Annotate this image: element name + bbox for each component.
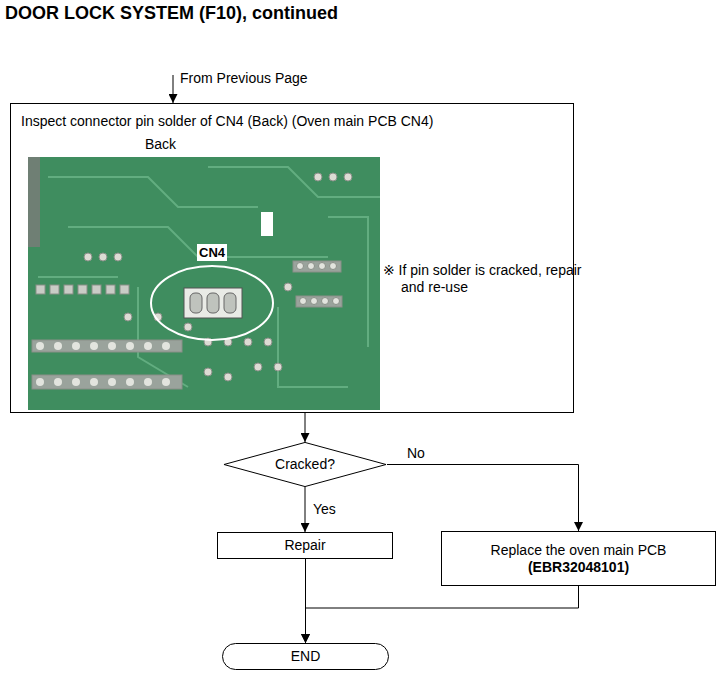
node-text: END (291, 648, 321, 665)
diagram-title: DOOR LOCK SYSTEM (F10), continued (5, 3, 338, 24)
component-label: CN4 (197, 244, 227, 261)
node-text: Cracked? (275, 456, 335, 473)
terminal-box: END (222, 643, 389, 670)
flow-connector (306, 586, 579, 643)
decision-diamond: Cracked? (223, 442, 387, 487)
edge-label: Yes (313, 501, 336, 518)
node-text: (EBR32048101) (528, 559, 629, 576)
edge-label: No (407, 445, 425, 462)
node-text: Inspect connector pin solder of CN4 (Bac… (21, 113, 433, 130)
process-box: Repair (217, 532, 393, 559)
node-text: Repair (284, 537, 325, 554)
process-box: Replace the oven main PCB(EBR32048101) (441, 531, 716, 586)
node-text: Replace the oven main PCB (491, 542, 667, 559)
node-text-group: Cracked? (223, 442, 387, 487)
flow-note: From Previous Page (180, 70, 308, 87)
pcb-photo (28, 157, 380, 410)
flow-connector (305, 487, 306, 532)
photo-label: Back (145, 136, 176, 153)
flow-connector (387, 465, 579, 532)
flow-connector (305, 413, 306, 442)
node-text-group: END (223, 644, 388, 669)
process-box: Inspect connector pin solder of CN4 (Bac… (10, 103, 574, 413)
node-text-group: Repair (218, 533, 392, 558)
node-text-group: Inspect connector pin solder of CN4 (Bac… (11, 104, 573, 412)
note-text: ※ If pin solder is cracked, repair and r… (383, 262, 591, 296)
node-text-group: Replace the oven main PCB(EBR32048101) (442, 532, 715, 585)
